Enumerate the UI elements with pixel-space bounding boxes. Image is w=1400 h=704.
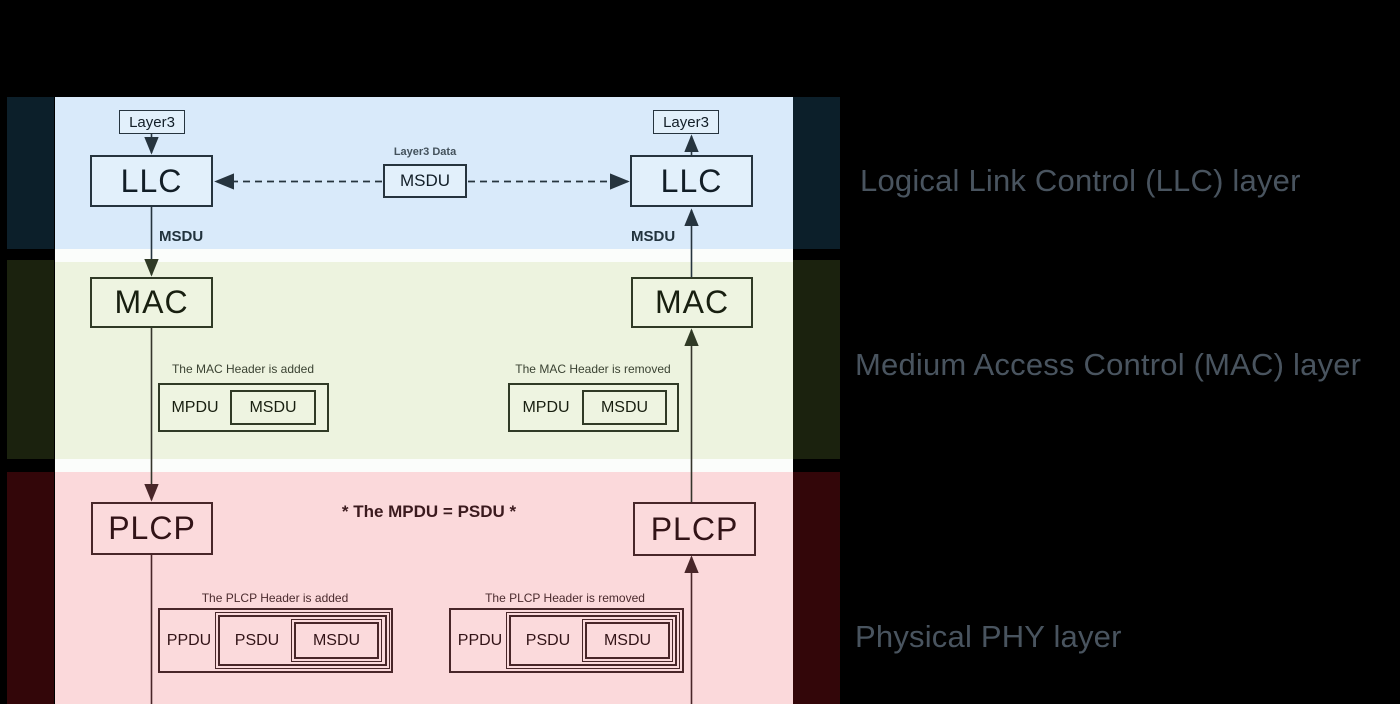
tx-ppdu-box: PPDU PSDU MSDU [158, 608, 393, 673]
rx-mac-label: MAC [654, 284, 730, 320]
layer3-data-note: Layer3 Data [393, 146, 457, 158]
phy-band-right-strip [793, 472, 840, 704]
rx-mpdu-label: MPDU [522, 398, 570, 416]
tx-mpdu-msdu-label: MSDU [249, 398, 297, 416]
tx-mac-label: MAC [114, 284, 189, 320]
tx-mpdu-label: MPDU [171, 398, 219, 416]
tx-ppdu-label: PPDU [166, 631, 212, 649]
rx-plcp-box: PLCP [633, 502, 756, 556]
tx-mpdu-box: MPDU MSDU [158, 383, 329, 432]
rx-ppdu-box: PPDU PSDU MSDU [449, 608, 684, 673]
tx-psdu-label: PSDU [234, 631, 280, 649]
mac-layer-caption: Medium Access Control (MAC) layer [855, 347, 1362, 382]
rx-ppdu-label: PPDU [457, 631, 503, 649]
rx-llc-label: LLC [660, 162, 723, 199]
tx-plcp-note: The PLCP Header is added [201, 591, 349, 605]
rx-psdu-label: PSDU [525, 631, 571, 649]
tx-psdu-msdu-box: MSDU [294, 622, 379, 659]
tx-mpdu-msdu-box: MSDU [230, 390, 316, 425]
llc-band-right-strip [793, 97, 840, 249]
tx-llc-box: LLC [90, 155, 213, 207]
tx-mac-note: The MAC Header is added [171, 362, 315, 376]
rx-layer3-box: Layer3 [653, 110, 719, 134]
exchange-msdu-box: MSDU [383, 164, 467, 198]
rx-psdu-box: PSDU MSDU [509, 615, 677, 666]
rx-mpdu-msdu-label: MSDU [600, 398, 649, 416]
rx-mac-box: MAC [631, 277, 753, 328]
tx-mac-box: MAC [90, 277, 213, 328]
llc-band-left-strip [7, 97, 54, 249]
rx-msdu-arrow-label: MSDU [631, 228, 676, 245]
rx-psdu-msdu-box: MSDU [585, 622, 670, 659]
rx-layer3-label: Layer3 [663, 113, 709, 131]
tx-plcp-label: PLCP [108, 510, 196, 546]
rx-psdu-msdu-label: MSDU [603, 631, 652, 649]
mac-band-left-strip [7, 260, 54, 459]
tx-psdu-box: PSDU MSDU [218, 615, 387, 666]
rx-plcp-label: PLCP [650, 510, 739, 547]
mpdu-psdu-equivalence-note: * The MPDU = PSDU * [341, 502, 517, 521]
rx-plcp-note: The PLCP Header is removed [485, 591, 645, 605]
rx-mac-note: The MAC Header is removed [515, 362, 671, 376]
phy-layer-caption: Physical PHY layer [855, 619, 1122, 654]
mac-band-right-strip [793, 260, 840, 459]
tx-layer3-label: Layer3 [129, 113, 175, 131]
tx-psdu-msdu-label: MSDU [312, 631, 361, 649]
phy-band-left-strip [7, 472, 54, 704]
rx-mpdu-box: MPDU MSDU [508, 383, 679, 432]
rx-llc-box: LLC [630, 155, 753, 207]
tx-msdu-arrow-label: MSDU [159, 228, 204, 245]
llc-layer-caption: Logical Link Control (LLC) layer [860, 163, 1301, 198]
rx-mpdu-msdu-box: MSDU [582, 390, 667, 425]
tx-layer3-box: Layer3 [119, 110, 185, 134]
exchange-msdu-label: MSDU [399, 171, 451, 190]
tx-plcp-box: PLCP [91, 502, 213, 555]
tx-llc-label: LLC [120, 162, 183, 199]
